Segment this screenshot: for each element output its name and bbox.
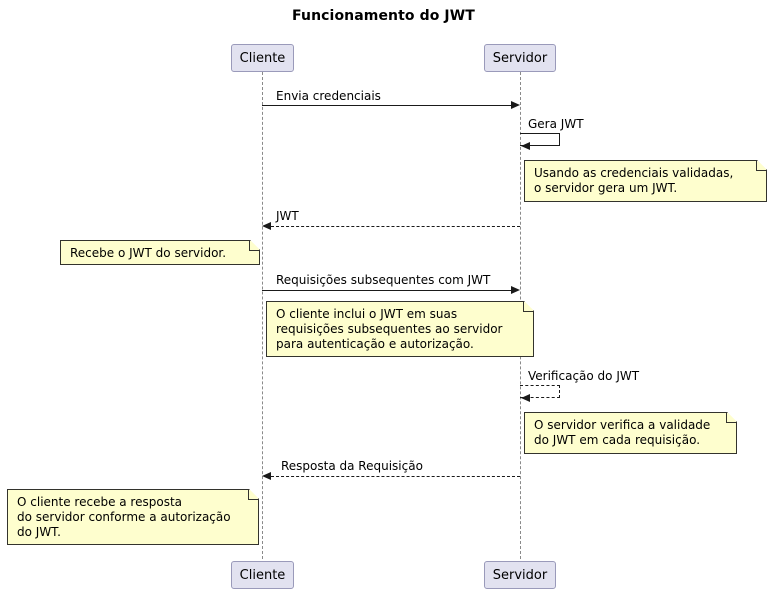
participant-servidor-bottom[interactable]: Servidor <box>484 561 556 589</box>
note-text: O cliente recebe a resposta do servidor … <box>17 495 231 539</box>
participant-servidor-top[interactable]: Servidor <box>484 44 556 72</box>
note-servidor-verifica: O servidor verifica a validade do JWT em… <box>524 412 737 454</box>
message-label-verificacao-jwt: Verificação do JWT <box>528 369 640 383</box>
arrowhead-right-icon <box>511 286 520 294</box>
self-message-verificacao-jwt <box>520 385 560 398</box>
participant-label: Servidor <box>492 50 548 66</box>
message-label-envia-credenciais: Envia credenciais <box>276 89 381 103</box>
message-line-requisicoes-subsequentes <box>262 290 512 291</box>
message-label-requisicoes-subsequentes: Requisições subsequentes com JWT <box>276 273 491 287</box>
arrowhead-left-icon <box>262 222 271 230</box>
participant-label: Servidor <box>492 567 548 583</box>
self-message-gera-jwt <box>520 133 560 146</box>
note-cliente-recebe-resposta: O cliente recebe a resposta do servidor … <box>7 489 259 545</box>
note-cliente-inclui-jwt: O cliente inclui o JWT em suas requisiçõ… <box>266 301 534 357</box>
arrowhead-left-icon <box>521 142 530 150</box>
note-recebe-jwt: Recebe o JWT do servidor. <box>60 240 260 265</box>
page-title: Funcionamento do JWT <box>292 8 475 24</box>
arrowhead-left-icon <box>521 394 530 402</box>
note-text: Usando as credenciais validadas, o servi… <box>534 166 734 195</box>
participant-cliente-top[interactable]: Cliente <box>231 44 294 72</box>
note-fold-corner-icon <box>249 241 259 251</box>
lifeline-cliente <box>262 72 263 559</box>
note-fold-corner-icon <box>756 161 766 171</box>
arrowhead-right-icon <box>511 101 520 109</box>
participant-cliente-bottom[interactable]: Cliente <box>231 561 294 589</box>
note-text: O cliente inclui o JWT em suas requisiçõ… <box>276 307 503 351</box>
note-fold-corner-icon <box>726 413 736 423</box>
note-text: O servidor verifica a validade do JWT em… <box>534 418 711 447</box>
note-fold-corner-icon <box>523 302 533 312</box>
message-line-jwt <box>271 226 520 227</box>
message-line-envia-credenciais <box>262 105 512 106</box>
note-servidor-gera-jwt: Usando as credenciais validadas, o servi… <box>524 160 767 202</box>
participant-label: Cliente <box>239 50 286 66</box>
message-label-gera-jwt: Gera JWT <box>528 117 584 131</box>
note-fold-corner-icon <box>248 490 258 500</box>
message-label-jwt: JWT <box>276 209 299 223</box>
arrowhead-left-icon <box>262 472 271 480</box>
message-label-resposta-requisicao: Resposta da Requisição <box>281 459 423 473</box>
participant-label: Cliente <box>239 567 286 583</box>
note-text: Recebe o JWT do servidor. <box>70 246 227 260</box>
message-line-resposta-requisicao <box>271 476 520 477</box>
